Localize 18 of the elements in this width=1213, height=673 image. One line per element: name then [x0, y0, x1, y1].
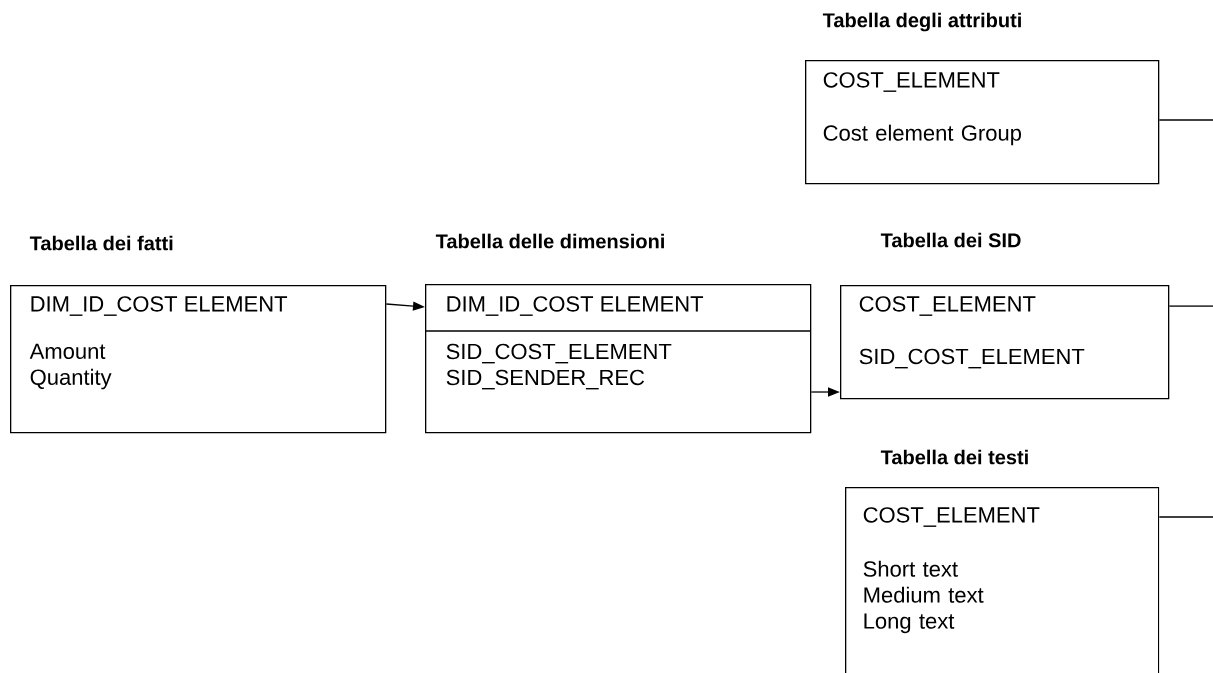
field-text: COST_ELEMENT	[863, 507, 1040, 527]
table-heading: Tabella degli attributi	[822, 12, 1021, 32]
field-text: COST_ELEMENT	[859, 296, 1036, 316]
table-heading: Tabella dei testi	[880, 449, 1028, 465]
table-heading: Tabella dei fatti	[29, 235, 173, 251]
field-text: DIM_ID_COST ELEMENT	[31, 296, 288, 316]
field-list: SID_COST_ELEMENT SID_SENDER_REC	[446, 343, 672, 390]
table-heading: Tabella delle dimensioni	[435, 233, 664, 249]
connector-line	[1158, 516, 1213, 518]
field-list: Amount Quantity	[29, 343, 112, 390]
connector-line	[1168, 305, 1213, 307]
field-text: COST_ELEMENT	[823, 72, 1000, 92]
field-list: Short text Medium text Long text	[863, 560, 984, 634]
field-list: Cost element Group	[823, 124, 1021, 146]
table-heading: Tabella dei SID	[880, 232, 1021, 248]
connector-line	[1158, 119, 1213, 121]
field-text: DIM_ID_COST ELEMENT	[447, 296, 704, 316]
field-list: SID_COST_ELEMENT	[859, 348, 1085, 369]
